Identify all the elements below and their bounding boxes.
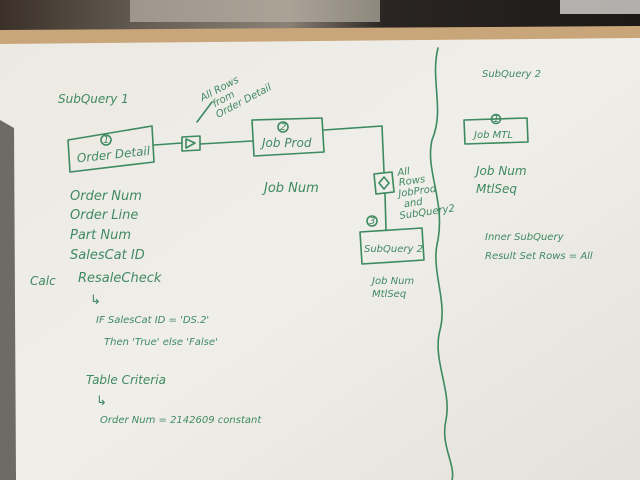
job-prod-label: Job Prod — [260, 136, 312, 150]
job-mtl-table: 1 Job MTL — [463, 113, 529, 145]
field-part-num: Part Num — [70, 228, 131, 243]
calc-arrow-glyph: ↳ — [90, 293, 101, 308]
sub-note-4: and — [403, 197, 424, 211]
subquery2-heading: SubQuery 2 — [482, 69, 541, 80]
sub-note-2: Rows — [398, 174, 426, 189]
board-edge — [0, 120, 16, 480]
join-line-3 — [323, 125, 385, 173]
job-mtl-label: Job MTL — [472, 130, 513, 141]
calc-name: ResaleCheck — [78, 271, 162, 286]
subquery1-heading: SubQuery 1 — [58, 92, 129, 106]
subquery2-box-label: SubQuery 2 — [364, 244, 423, 255]
whiteboard — [0, 38, 640, 480]
subquery2-box-num: 3 — [369, 216, 375, 227]
subquery2-field-1: Job Num — [370, 276, 414, 287]
join-line-1 — [153, 142, 183, 146]
join-diamond-2 — [373, 171, 395, 195]
job-prod-table: 2 Job Prod — [251, 117, 325, 157]
job-num-link: Job Num — [261, 181, 319, 196]
criteria-title: Table Criteria — [86, 373, 166, 387]
note-pointer — [196, 101, 213, 123]
right-field-mtlseq: MtlSeq — [476, 182, 517, 196]
calc-prefix: Calc — [30, 274, 56, 288]
join-line-4 — [384, 193, 387, 231]
field-order-line: Order Line — [70, 208, 138, 223]
subquery2-field-2: MtlSeq — [372, 289, 406, 300]
criteria-arrow-glyph: ↳ — [96, 394, 107, 409]
job-mtl-num: 1 — [493, 114, 499, 125]
calc-if-line: IF SalesCat ID = 'DS.2' — [96, 315, 209, 326]
sub-note-1: All — [396, 166, 411, 179]
criteria-line: Order Num = 2142609 constant — [100, 415, 262, 426]
subquery2-box: 3 SubQuery 2 — [359, 215, 425, 265]
result-set-line: Result Set Rows = All — [485, 251, 593, 262]
right-field-job-num: Job Num — [474, 164, 527, 178]
join-diamond-1 — [181, 135, 201, 152]
order-detail-num: 1 — [103, 135, 109, 146]
join-line-2 — [199, 140, 253, 145]
divider-line — [429, 47, 454, 480]
field-salescat-id: SalesCat ID — [70, 248, 145, 263]
job-prod-num: 2 — [280, 122, 286, 133]
inner-subquery-line: Inner SubQuery — [485, 232, 565, 243]
calc-then-line: Then 'True' else 'False' — [104, 337, 218, 348]
field-order-num: Order Num — [70, 189, 142, 204]
